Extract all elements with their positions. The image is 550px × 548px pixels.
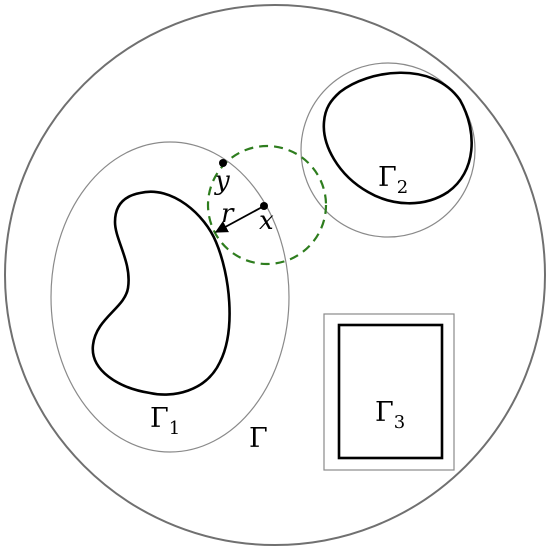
gamma3-obstacle bbox=[337, 323, 444, 460]
label-gamma3-sub: 3 bbox=[394, 412, 405, 433]
radius-arrow bbox=[214, 205, 265, 233]
gamma1-obstacle bbox=[91, 190, 231, 396]
label-r: r bbox=[221, 199, 235, 229]
point-y bbox=[219, 159, 227, 167]
label-gamma2: Γ2 bbox=[378, 162, 408, 198]
gamma-offset-ellipse bbox=[50, 141, 290, 453]
gamma2-obstacle bbox=[322, 71, 473, 205]
dashed-neighborhood-circle bbox=[206, 144, 328, 266]
label-gamma3-main: Γ bbox=[375, 397, 394, 428]
gamma3-offset-rect bbox=[323, 313, 455, 471]
label-gamma1-sub: 1 bbox=[169, 418, 180, 439]
point-x bbox=[260, 202, 268, 210]
outer-domain-circle bbox=[4, 4, 546, 546]
label-gamma1: Γ1 bbox=[150, 403, 180, 439]
label-gamma2-main: Γ bbox=[378, 162, 397, 193]
label-x: x bbox=[259, 206, 274, 236]
label-gamma: Γ bbox=[249, 423, 268, 454]
label-gamma2-sub: 2 bbox=[397, 177, 408, 198]
label-gamma3: Γ3 bbox=[375, 397, 405, 433]
gamma2-offset-circle bbox=[300, 62, 476, 238]
label-y: y bbox=[214, 166, 230, 196]
label-gamma1-main: Γ bbox=[150, 403, 169, 434]
